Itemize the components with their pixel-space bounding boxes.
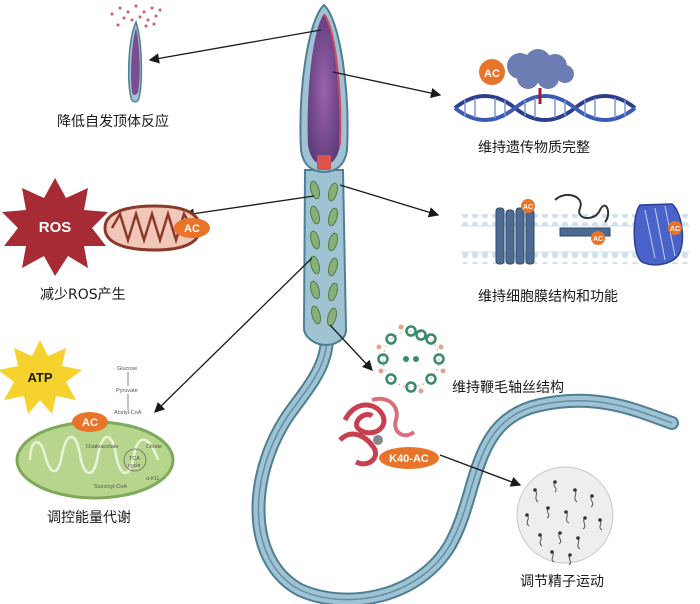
label-motility: 调节精子运动 [520,574,604,590]
nucleus [307,14,341,165]
ac-badge-energy: AC [82,417,98,429]
atp-badge: ATP [27,370,52,385]
arrows [148,29,522,487]
metab-succinyl: Succinyl-CoA [94,484,127,490]
ac-badge-ros: AC [184,223,200,235]
axoneme-illustration [376,324,446,394]
k40-ac-badge: K40-AC [389,453,429,465]
ac-badge-membrane-2: AC [593,236,603,243]
label-genetic: 维持遗传物质完整 [478,140,590,156]
label-ros: 减少ROS产生 [40,287,126,303]
acrosome-illustration [110,4,162,103]
ac-badge-membrane-1: AC [523,204,533,211]
energy-illustration [0,340,175,500]
label-energy: 调控能量代谢 [47,510,131,526]
ros-star [2,178,108,276]
metab-tca: TCA [129,456,140,462]
label-acrosome: 降低自发顶体反应 [57,113,169,130]
sperm-cell [251,3,679,604]
metab-citrate: Citrate [146,444,162,450]
tubulin-illustration [338,396,439,469]
metab-cycle: cycle [128,463,141,469]
metab-oxaloacetate: Oxaloacetate [86,444,118,450]
metab-acetyl: Acetyl-CoA [114,410,142,416]
ac-badge-dna: AC [484,68,500,80]
motility-illustration [516,466,614,566]
metab-akg: α-KG [146,476,159,482]
neck [317,155,331,170]
metab-pyruvate: Pyruvate [116,388,138,394]
membrane-illustration [458,193,690,266]
label-membrane: 维持细胞膜结构和功能 [478,289,618,305]
label-axoneme: 维持鞭毛轴丝结构 [452,380,564,396]
atp-star [0,340,82,414]
ros-illustration [2,178,210,276]
ac-badge-membrane-3: AC [670,226,680,233]
metab-glucose: Glucose [117,366,137,372]
dna-illustration [453,49,637,122]
ros-badge: ROS [39,219,72,236]
midpiece-mitochondria [309,180,339,327]
